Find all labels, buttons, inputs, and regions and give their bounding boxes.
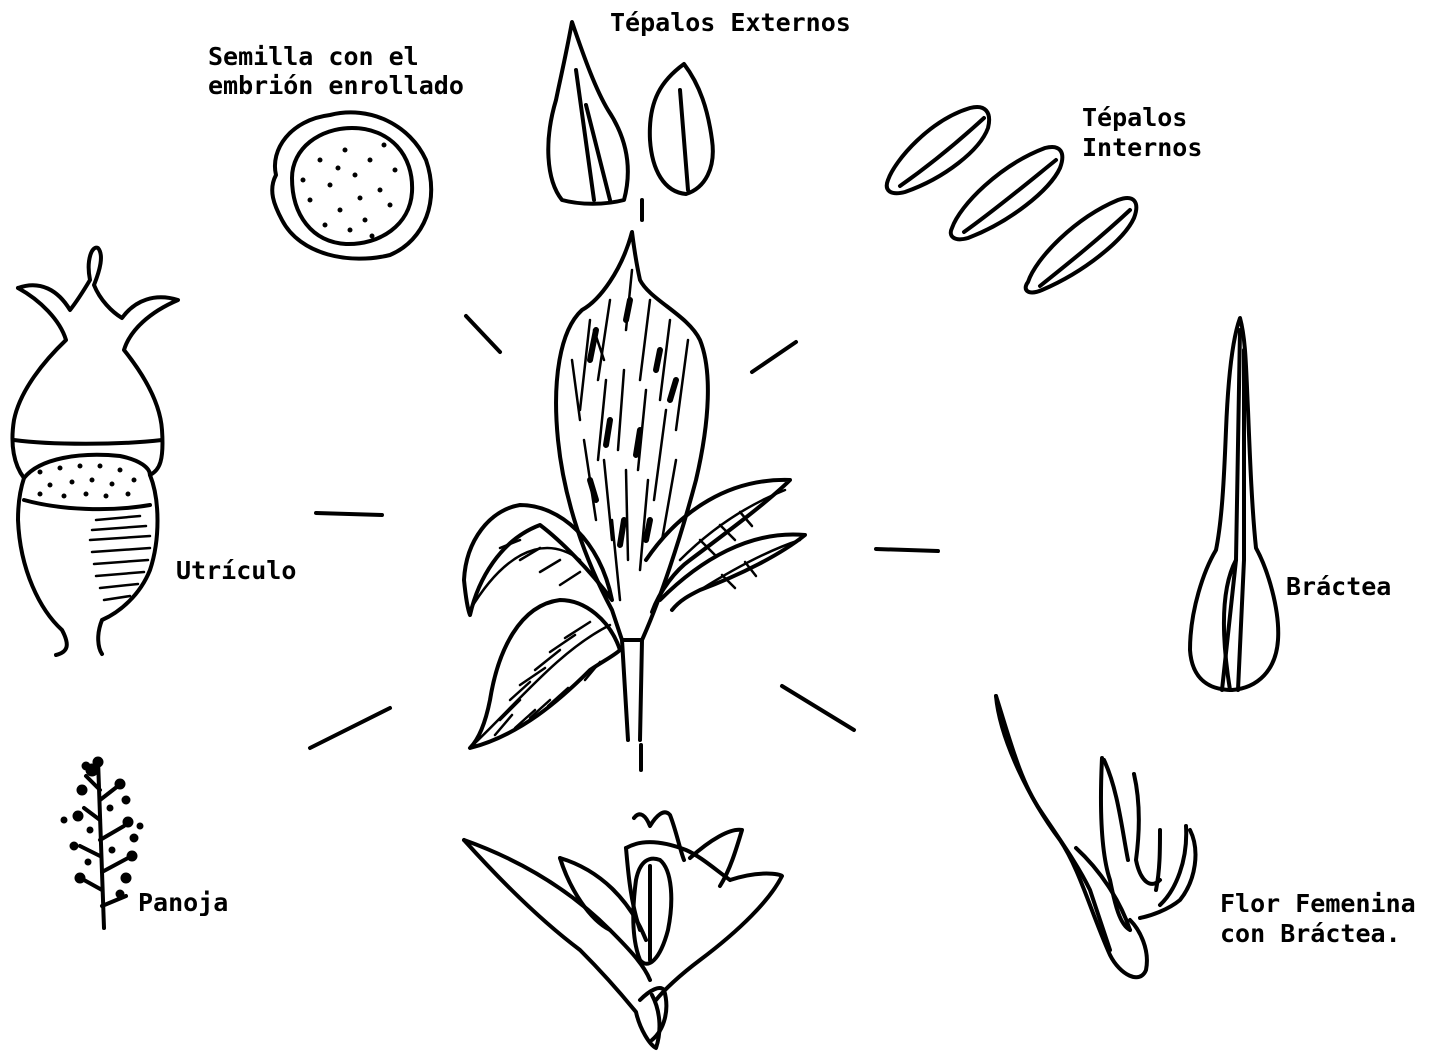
label-utriculo: Utrículo (176, 558, 296, 584)
label-semilla-line2: embrión enrollado (208, 73, 464, 99)
bract-illustration (1190, 318, 1278, 690)
label-tepalos-internos-line2: Internos (1082, 135, 1202, 161)
female-flower-illustration (996, 696, 1195, 977)
external-tepals-illustration (548, 22, 713, 204)
label-flor-femenina-line2: con Bráctea. (1220, 921, 1401, 947)
central-inflorescence-illustration (464, 232, 805, 748)
panicle-illustration (61, 757, 143, 928)
seed-illustration (272, 112, 431, 258)
label-tepalos-internos-line1: Tépalos (1082, 105, 1187, 131)
label-tepalos-externos: Tépalos Externos (610, 10, 851, 36)
label-flor-femenina-line1: Flor Femenina (1220, 891, 1416, 917)
flower-illustration (464, 812, 782, 1048)
label-semilla-line1: Semilla con el (208, 44, 419, 70)
utricle-illustration (12, 248, 178, 655)
label-panoja: Panoja (138, 890, 228, 916)
label-bractea: Bráctea (1286, 574, 1391, 600)
